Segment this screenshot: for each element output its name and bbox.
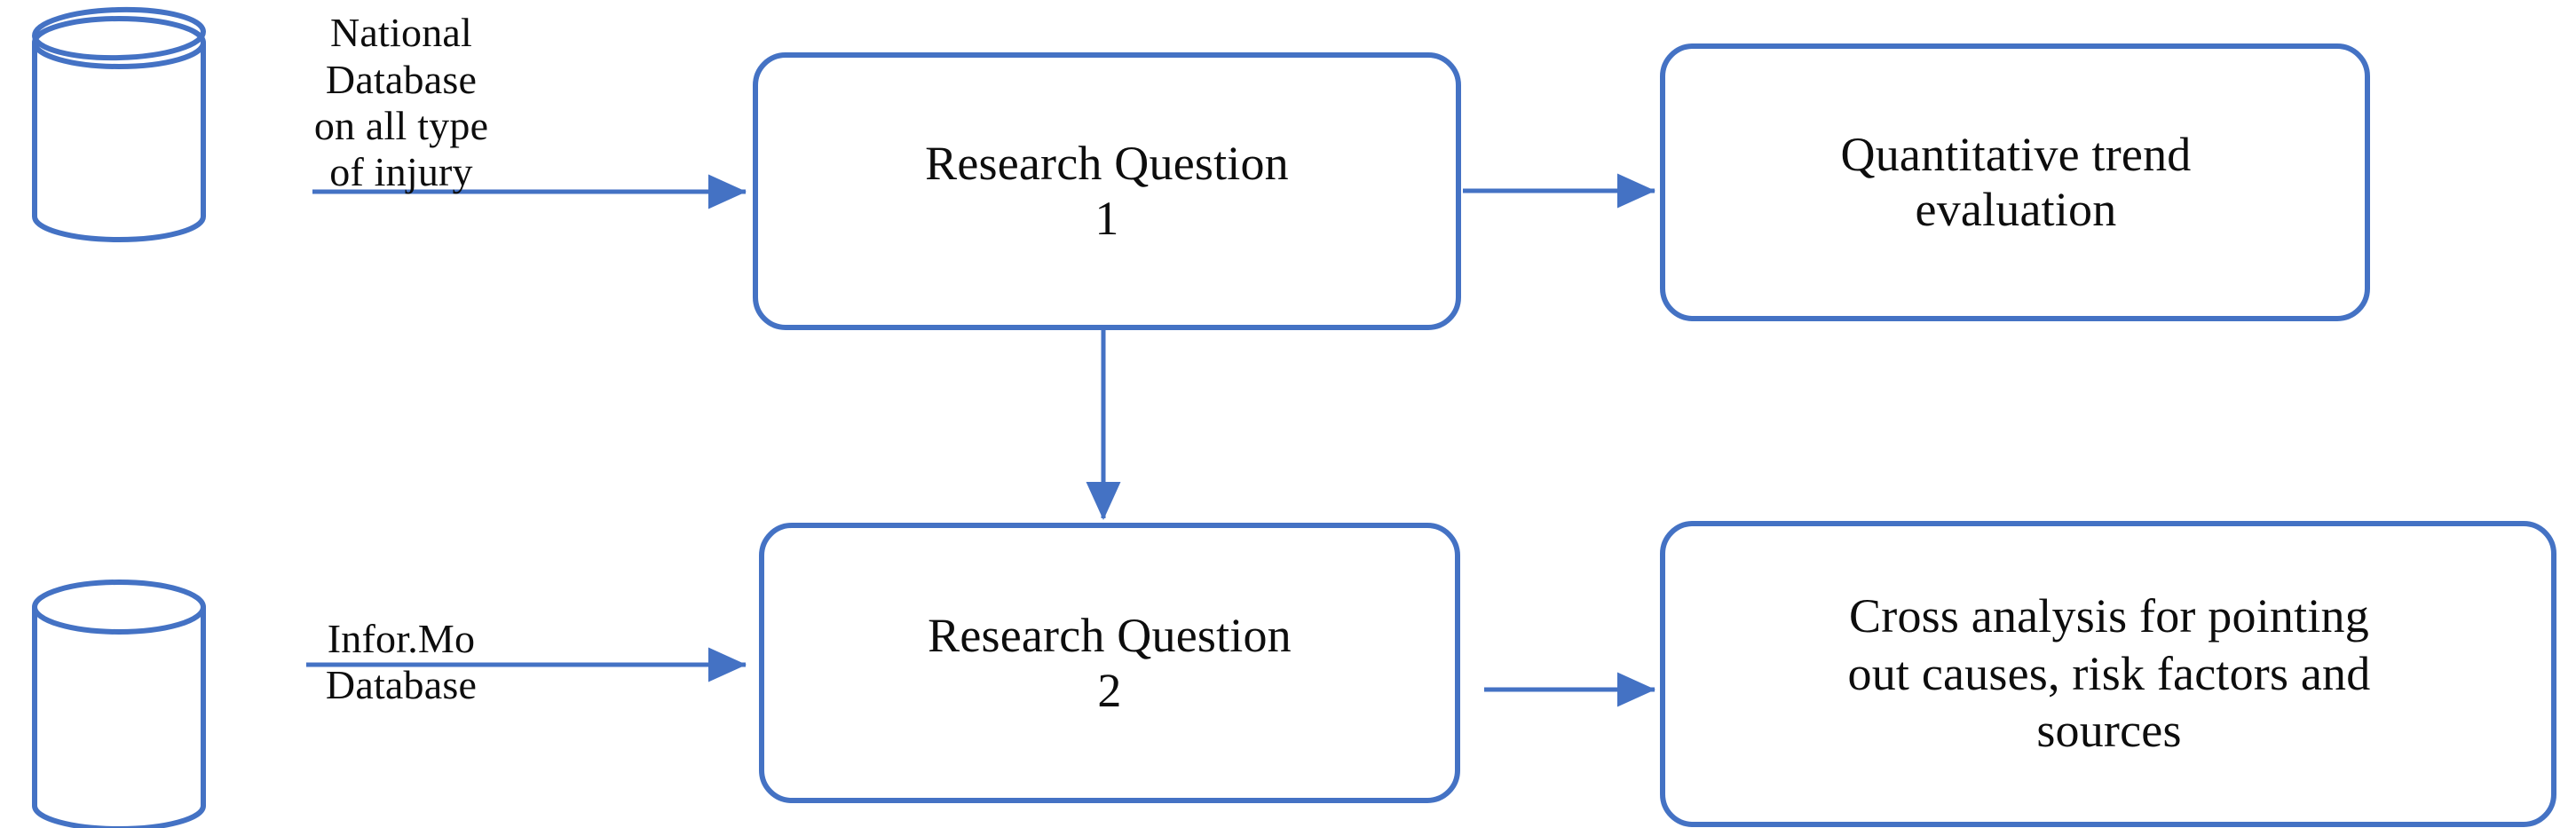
cross-analysis-box[interactable] xyxy=(1660,521,2556,827)
database-cylinder-icon-national xyxy=(32,6,206,242)
informo-database-caption: Infor.Mo Database xyxy=(325,615,478,707)
national-database-caption: National Database on all type of injury xyxy=(313,10,489,195)
cross-analysis-label: Cross analysis for pointing out causes, … xyxy=(1847,588,2371,758)
quantitative-trend-evaluation-label: Quantitative trend evaluation xyxy=(1840,128,2192,236)
research-question-2-box[interactable] xyxy=(759,523,1460,803)
database-cylinder-icon-informo xyxy=(32,580,206,828)
research-question-1-label: Research Question 1 xyxy=(925,137,1289,245)
quantitative-trend-evaluation-box[interactable] xyxy=(1660,43,2370,321)
research-question-1-box[interactable] xyxy=(753,52,1461,330)
research-question-2-label: Research Question 2 xyxy=(928,608,1292,717)
